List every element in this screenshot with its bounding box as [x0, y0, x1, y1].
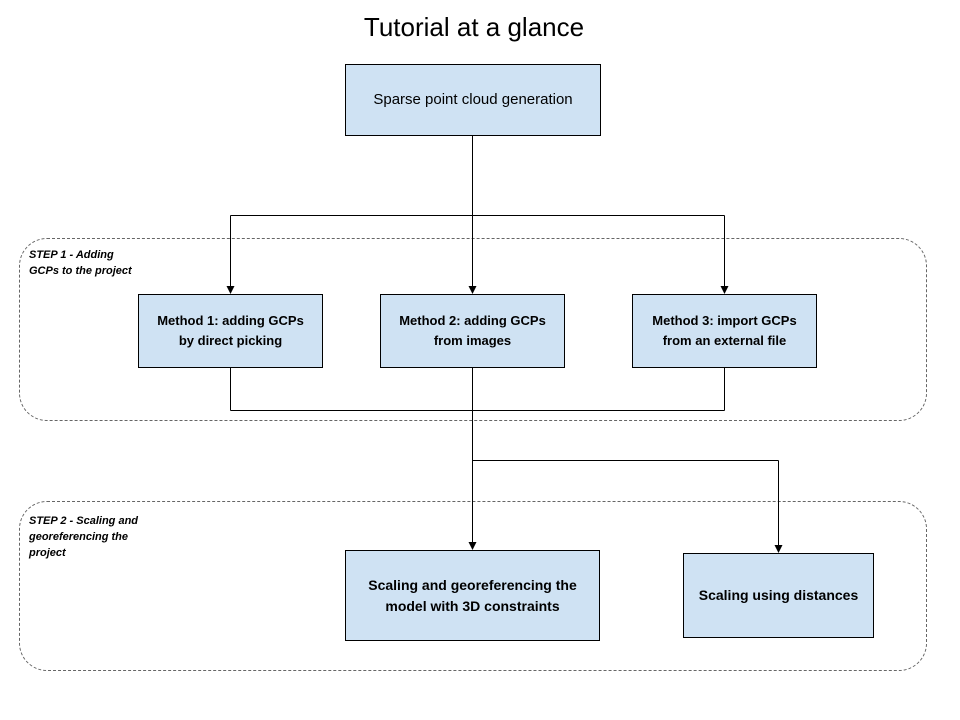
step1-group-label: STEP 1 - Adding GCPs to the project [29, 247, 132, 279]
method3-label-line2: from an external file [662, 333, 787, 348]
sparse-point-cloud-label: Sparse point cloud generation [373, 91, 573, 108]
method1-label-line2: by direct picking [178, 333, 283, 348]
step2-label-line2: georeferencing the [29, 531, 129, 543]
method1-node: Method 1: adding GCPs by direct picking [138, 294, 323, 368]
step2-group-label: STEP 2 - Scaling and georeferencing the … [29, 513, 138, 561]
scaling-3d-constraints-node: Scaling and georeferencing the model wit… [345, 550, 600, 641]
step2-label-line1: STEP 2 - Scaling and [29, 515, 139, 527]
scaling3d-label-line1: Scaling and georeferencing the [368, 576, 577, 593]
method1-label-line1: Method 1: adding GCPs [157, 313, 304, 328]
sparse-point-cloud-node: Sparse point cloud generation [345, 64, 601, 136]
method3-label-line1: Method 3: import GCPs [652, 313, 797, 328]
scaling3d-label-line2: model with 3D constraints [385, 597, 560, 614]
step1-label-line1: STEP 1 - Adding [29, 249, 114, 261]
scaling-distances-node: Scaling using distances [683, 553, 874, 638]
page-title: Tutorial at a glance [363, 12, 585, 42]
scalingdist-label: Scaling using distances [698, 587, 859, 603]
method2-label-line1: Method 2: adding GCPs [399, 313, 546, 328]
method3-node: Method 3: import GCPs from an external f… [632, 294, 817, 368]
step1-label-line2: GCPs to the project [29, 265, 132, 277]
method2-label-line2: from images [433, 333, 512, 348]
step2-label-line3: project [29, 547, 66, 559]
method2-node: Method 2: adding GCPs from images [380, 294, 565, 368]
